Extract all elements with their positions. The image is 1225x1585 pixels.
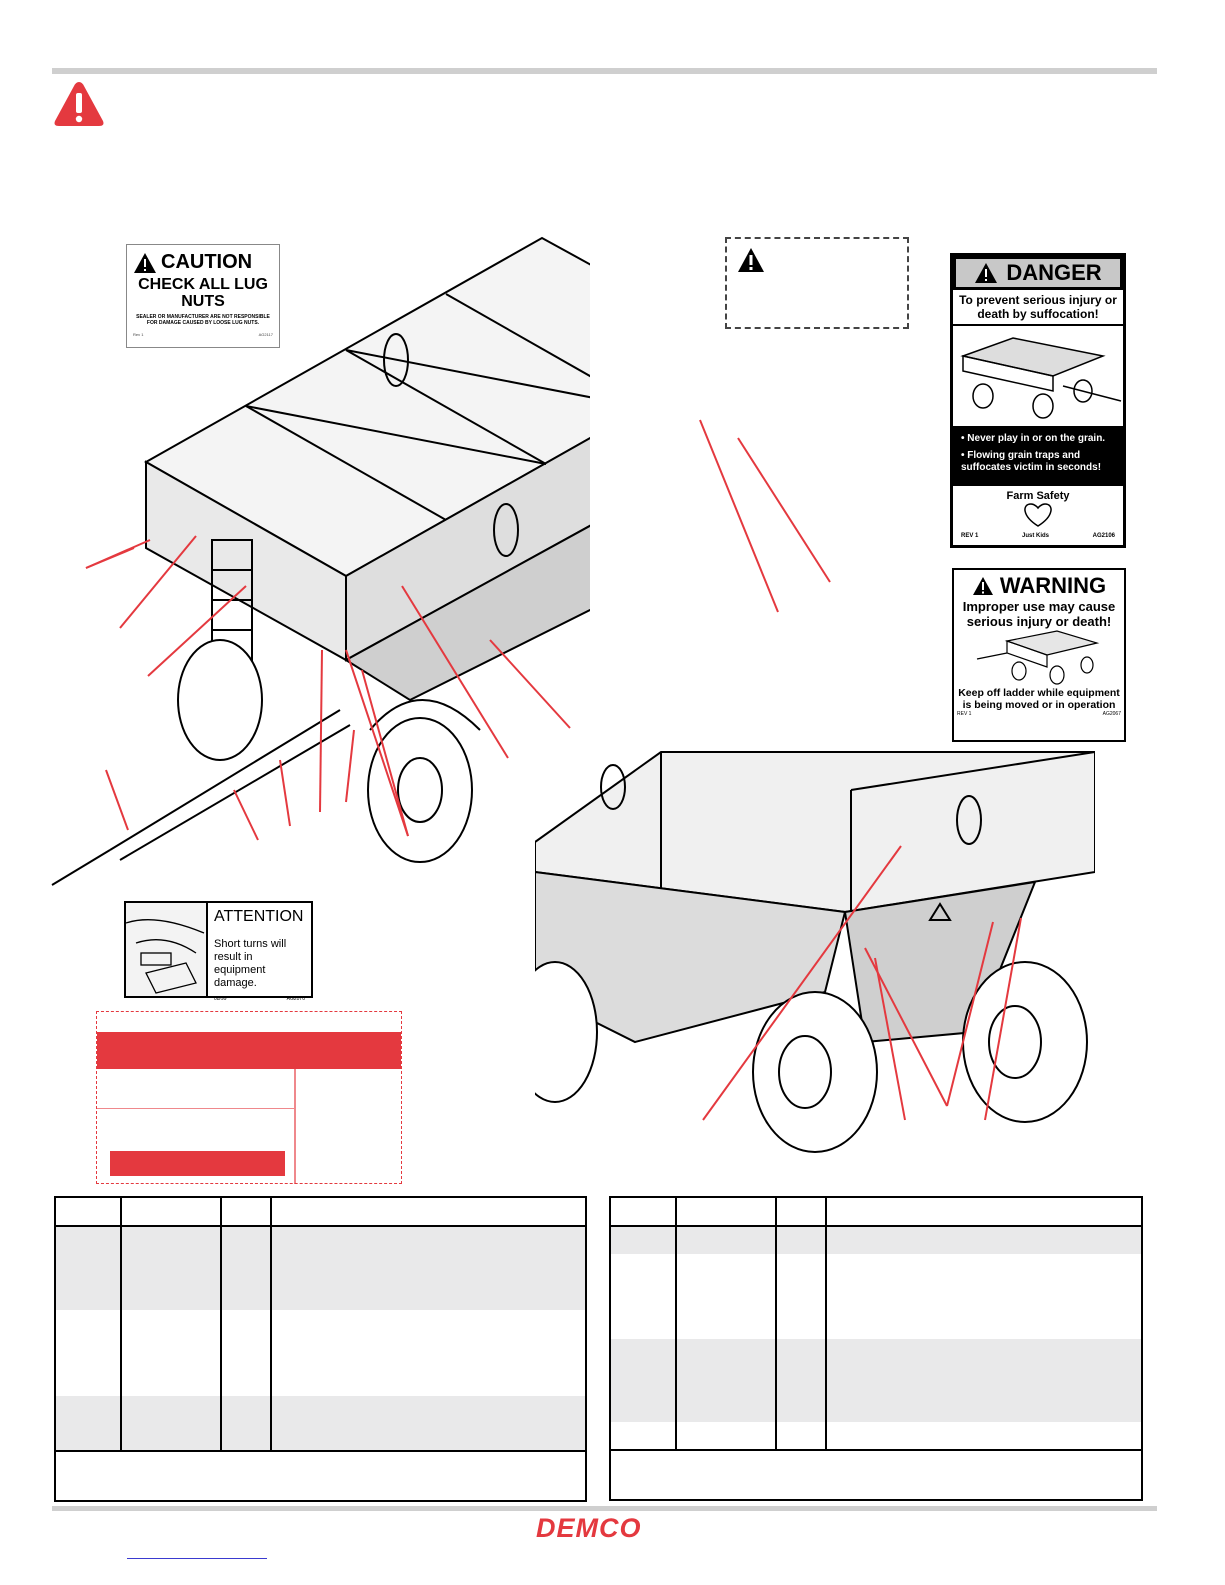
- caution-main-text: CHECK ALL LUG NUTS: [138, 276, 268, 310]
- warning-label-placeholder: [725, 237, 909, 329]
- danger-bullet-2: • Flowing grain traps and suffocates vic…: [961, 450, 1102, 473]
- warning-note: Keep off ladder while equipment is being…: [958, 687, 1120, 711]
- demco-logo: DEMCO: [536, 1513, 642, 1543]
- danger-program-top: Farm Safety: [1006, 490, 1070, 502]
- danger-triangle-icon: [975, 263, 998, 283]
- warning-wagon-image: [957, 629, 1121, 687]
- danger-bullet-1: • Never play in or on the grain.: [961, 433, 1106, 444]
- attention-hitch-image: [125, 903, 208, 996]
- decal-table-left-header: [56, 1198, 585, 1227]
- column-divider: [825, 1198, 827, 1449]
- attention-part: AG2070: [286, 996, 305, 1002]
- warning-decal-triangle-icon: [972, 577, 993, 595]
- table-row: [56, 1310, 585, 1396]
- label-divider-vertical: [294, 1069, 296, 1184]
- caution-heading: CAUTION: [161, 251, 253, 273]
- footer-link-underline[interactable]: [127, 1558, 267, 1559]
- table-row: [611, 1422, 1141, 1449]
- table-row: [611, 1254, 1141, 1339]
- danger-subheading: To prevent serious injury or death by su…: [953, 290, 1123, 326]
- table-row: [611, 1339, 1141, 1422]
- caution-fine-print: SEALER OR MANUFACTURER ARE NOT RESPONSIB…: [136, 314, 270, 326]
- label-layout-box: [96, 1011, 402, 1184]
- table-row: [56, 1227, 585, 1310]
- farm-safety-heart-icon: [953, 502, 1123, 533]
- warning-triangle-small-icon: [738, 248, 764, 272]
- caution-part: AG2117: [258, 332, 273, 337]
- column-divider: [270, 1198, 272, 1450]
- column-divider: [220, 1198, 222, 1450]
- label-red-header-band: [97, 1032, 401, 1069]
- warning-rev: REV 1: [957, 711, 972, 717]
- caution-decal: CAUTION CHECK ALL LUG NUTS SEALER OR MAN…: [126, 244, 280, 348]
- column-divider: [675, 1198, 677, 1449]
- table-notes-area: [56, 1450, 585, 1504]
- grain-cart-illustration: [51, 236, 590, 886]
- danger-decal: DANGER To prevent serious injury or deat…: [950, 253, 1126, 548]
- label-red-bar: [110, 1151, 285, 1176]
- warning-part: AG2067: [1102, 711, 1121, 717]
- label-divider-horizontal: [97, 1108, 294, 1109]
- top-rule: [52, 68, 1157, 74]
- table-row: [56, 1396, 585, 1450]
- upper-callouts: [699, 419, 831, 613]
- danger-rev: REV 1: [961, 533, 979, 539]
- table-notes-area: [611, 1449, 1141, 1503]
- decal-table-right: [609, 1196, 1143, 1501]
- decal-table-left: [54, 1196, 587, 1502]
- danger-heading: DANGER: [1006, 260, 1102, 285]
- table-row: [611, 1227, 1141, 1254]
- column-divider: [775, 1198, 777, 1449]
- danger-part: AG2106: [1092, 533, 1115, 539]
- warning-heading: WARNING: [999, 573, 1107, 598]
- warning-subheading: Improper use may cause serious injury or…: [962, 599, 1116, 629]
- caution-rev: Rev 1: [133, 332, 144, 337]
- attention-decal: ATTENTION Short turns will result in equ…: [124, 901, 313, 1002]
- warning-decal: WARNING Improper use may cause serious i…: [952, 568, 1126, 742]
- decal-table-right-header: [611, 1198, 1141, 1227]
- caution-triangle-icon: [134, 252, 156, 273]
- rear-view-illustration: [535, 751, 1095, 1153]
- danger-wagon-image: [953, 326, 1123, 428]
- bottom-rule: [52, 1506, 1157, 1511]
- attention-date: 08/99: [214, 996, 227, 1002]
- column-divider: [120, 1198, 122, 1450]
- attention-heading: ATTENTION: [214, 908, 304, 925]
- danger-program-bottom: Just Kids: [1021, 533, 1049, 539]
- warning-triangle-icon: [52, 79, 106, 129]
- attention-message: Short turns will result in equipment dam…: [214, 938, 287, 989]
